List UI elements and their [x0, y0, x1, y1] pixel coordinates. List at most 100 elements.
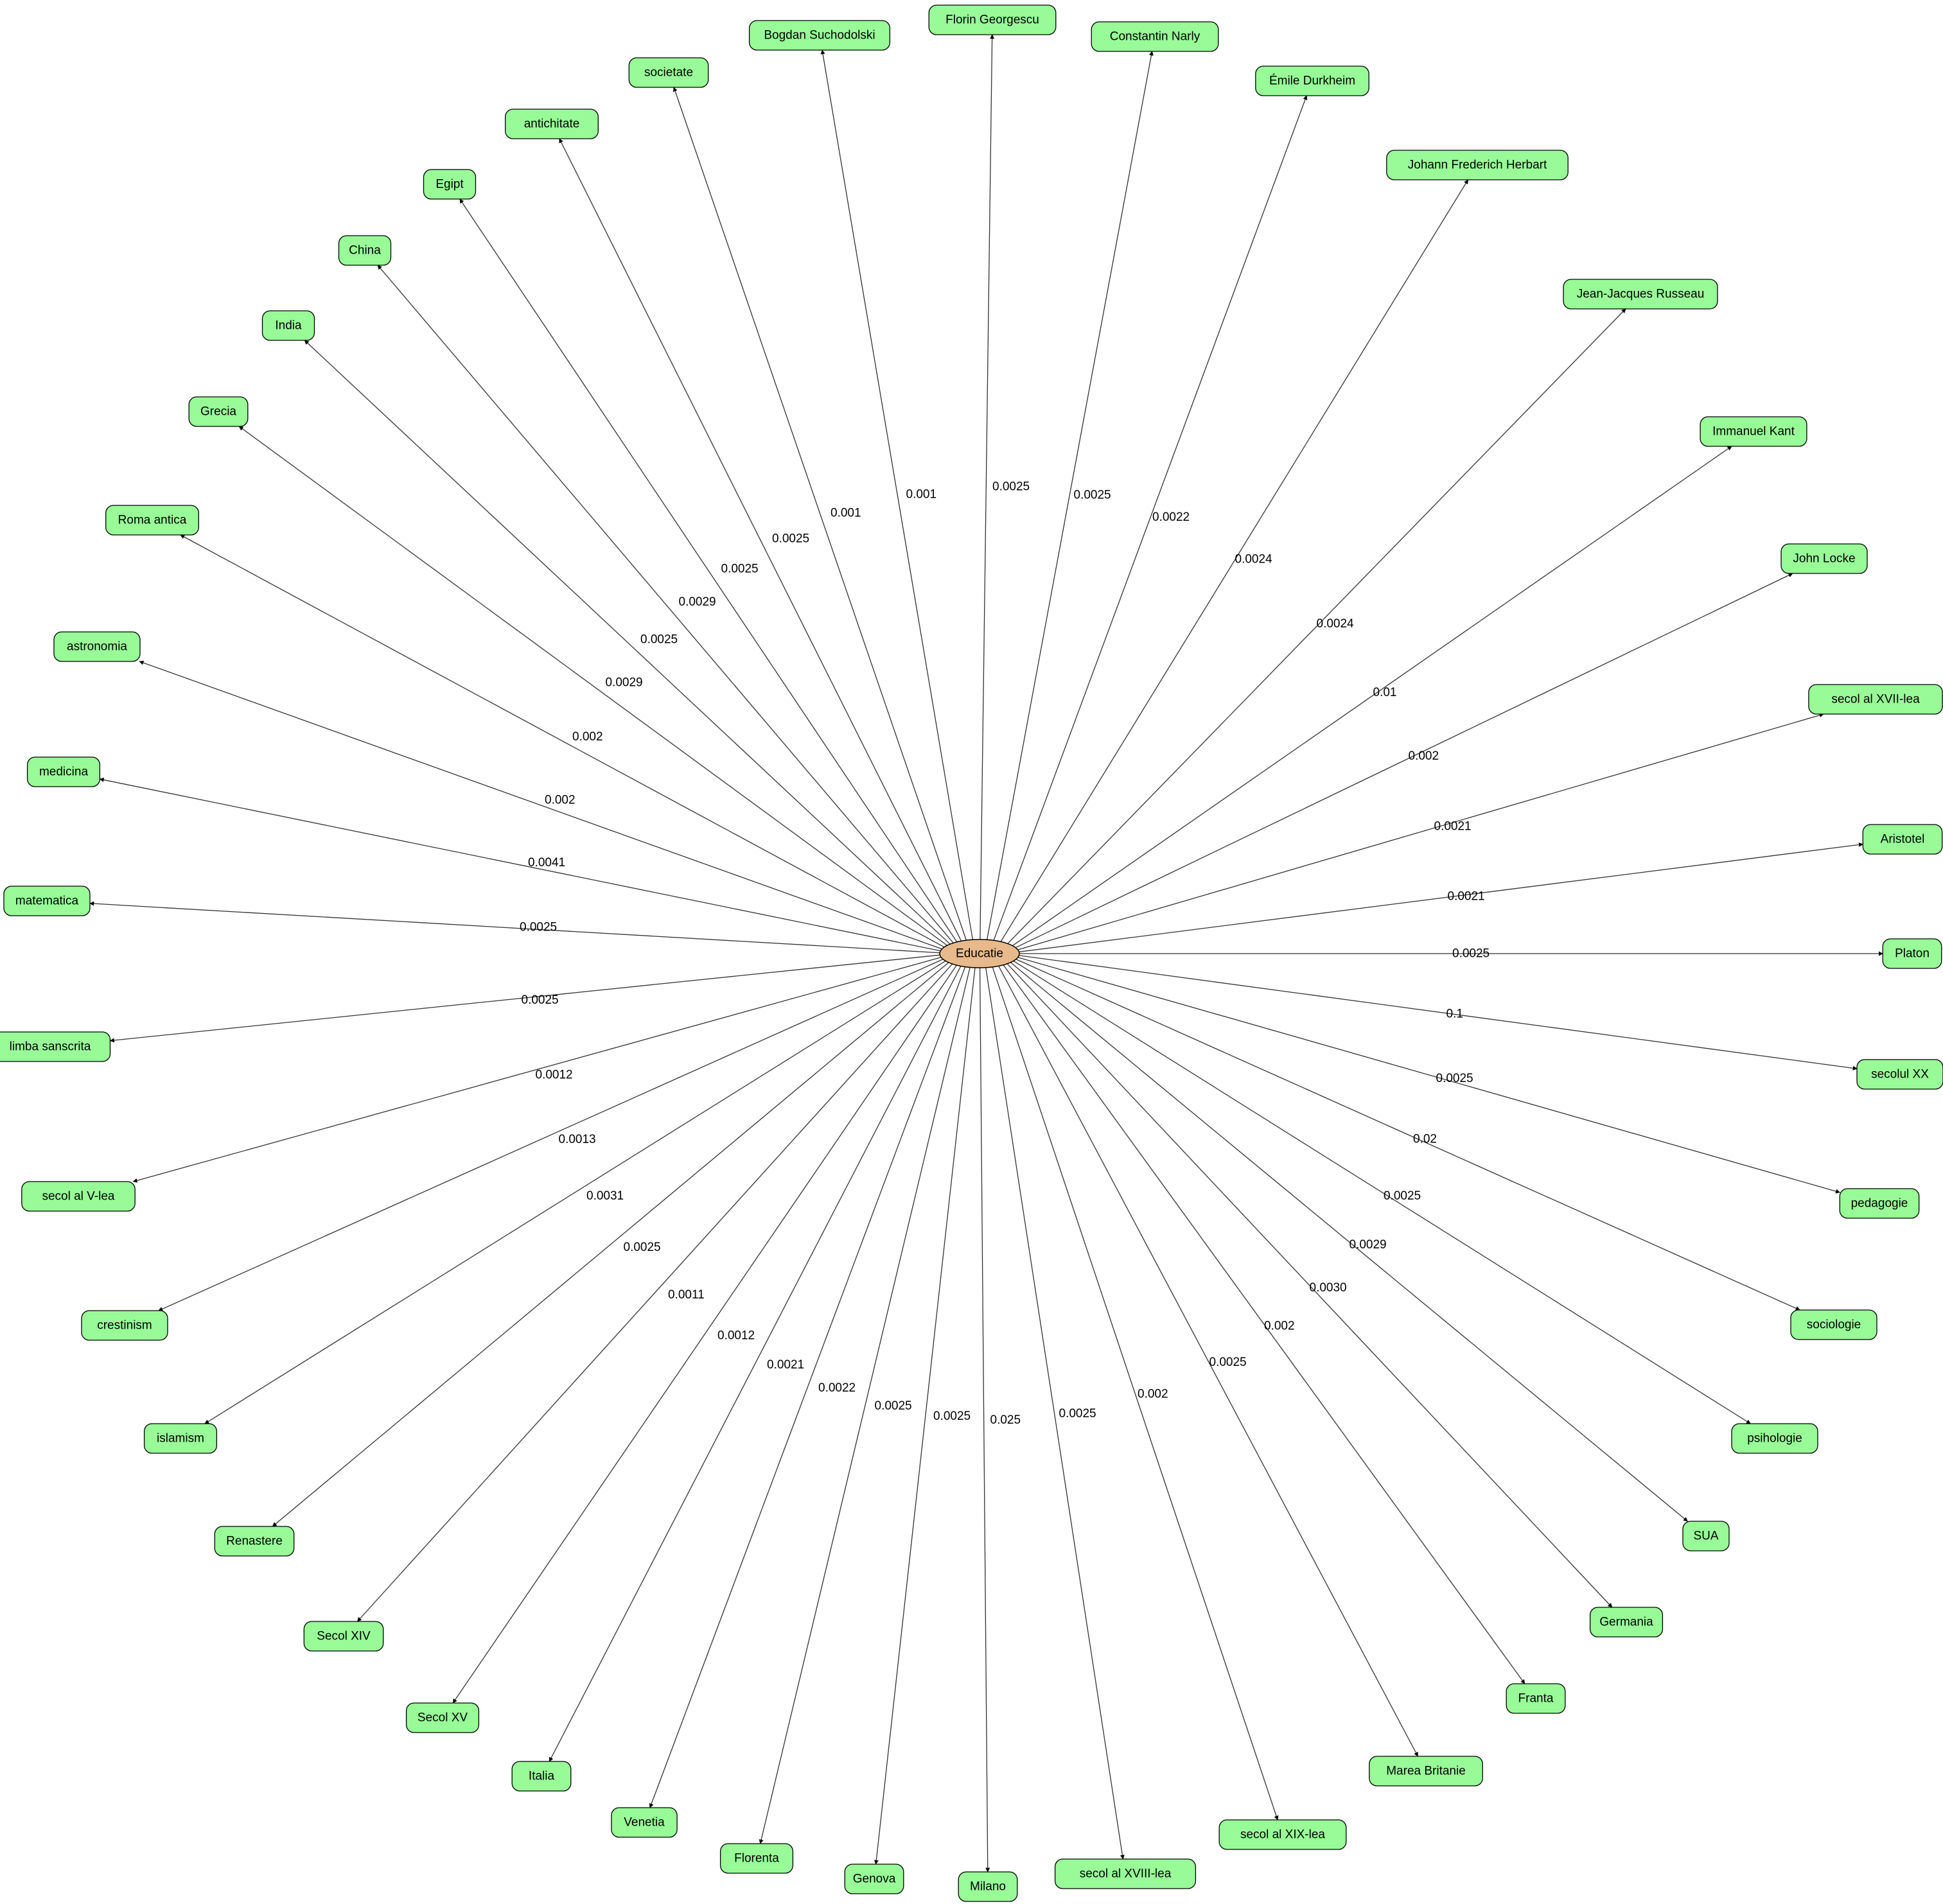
graph-node-label: medicina	[39, 765, 88, 779]
graph-node-label: matematica	[15, 895, 79, 908]
edge-weight-label: 0.0031	[586, 1189, 624, 1203]
graph-node-label: SUA	[1693, 1530, 1718, 1543]
graph-node-box	[505, 109, 599, 139]
graph-node-box	[26, 756, 101, 787]
graph-node[interactable]: islamism	[143, 1423, 218, 1454]
graph-node-label: sociologie	[1807, 1318, 1861, 1332]
graph-node[interactable]: Venetia	[611, 1807, 678, 1838]
graph-node[interactable]: John Locke	[1780, 543, 1868, 574]
edge-weight-label: 0.0025	[933, 1410, 971, 1423]
graph-node[interactable]: India	[261, 310, 315, 341]
graph-node-label: societate	[644, 66, 693, 80]
graph-node-box	[0, 1031, 111, 1062]
graph-node-label: crestinism	[97, 1319, 152, 1332]
graph-node[interactable]: medicina	[26, 756, 101, 787]
graph-node[interactable]: Italia	[511, 1761, 572, 1792]
graph-node[interactable]: secol al XVII-lea	[1808, 684, 1943, 715]
graph-node-label: secol al XIX-lea	[1240, 1828, 1325, 1842]
graph-node[interactable]: crestinism	[81, 1310, 168, 1341]
graph-node[interactable]: astronomia	[53, 631, 141, 662]
graph-node[interactable]: Marea Britanie	[1369, 1756, 1483, 1786]
graph-node[interactable]: antichitate	[505, 109, 599, 139]
graph-node-label: psihologie	[1747, 1432, 1802, 1445]
graph-node[interactable]: Roma antica	[105, 505, 199, 536]
edge	[874, 967, 976, 1865]
graph-node[interactable]: sociologie	[1790, 1309, 1877, 1340]
graph-node[interactable]: SUA	[1682, 1521, 1730, 1551]
graph-node-box	[611, 1807, 678, 1838]
edge-weight-label: 0.0025	[1074, 489, 1111, 502]
edge-weight-label: 0.0025	[522, 993, 559, 1007]
edge-weight-label: 0.0025	[992, 480, 1030, 494]
graph-node[interactable]: Genova	[844, 1864, 904, 1894]
edge	[979, 967, 990, 1873]
graph-node-label: Genova	[853, 1873, 896, 1886]
edge	[99, 778, 941, 952]
graph-node[interactable]: Egipt	[423, 169, 477, 200]
graph-node-label: secol al XVIII-lea	[1080, 1867, 1172, 1881]
graph-node[interactable]: secolul XX	[1856, 1059, 1943, 1090]
graph-node[interactable]: Jean-Jacques Russeau	[1563, 279, 1718, 310]
graph-node-box	[1731, 1423, 1818, 1454]
graph-node-label: Milano	[970, 1880, 1006, 1894]
graph-node-box	[1506, 1683, 1566, 1714]
graph-node-label: India	[275, 319, 302, 333]
graph-node-label: Constantin Narly	[1110, 30, 1200, 44]
graph-node[interactable]: Milano	[958, 1871, 1018, 1902]
graph-node-label: Platon	[1895, 947, 1930, 961]
graph-node[interactable]: Johann Frederich Herbart	[1386, 150, 1569, 180]
graph-node[interactable]: limba sanscrita	[0, 1031, 111, 1062]
graph-node-box	[3, 886, 91, 916]
edge	[180, 534, 945, 948]
edge-weight-label: 0.0022	[818, 1381, 856, 1395]
graph-node[interactable]: psihologie	[1731, 1423, 1818, 1454]
graph-node[interactable]: secol al V-lea	[21, 1181, 136, 1212]
graph-node-box	[1882, 938, 1942, 969]
graph-node[interactable]: pedagogie	[1839, 1188, 1920, 1219]
graph-node[interactable]: Émile Durkheim	[1255, 66, 1369, 96]
graph-node[interactable]: Immanuel Kant	[1700, 416, 1807, 447]
edge	[272, 962, 949, 1527]
graph-node[interactable]: Renastere	[214, 1526, 295, 1557]
graph-node[interactable]: Platon	[1882, 938, 1942, 969]
edge-weight-label: 0.0012	[536, 1069, 573, 1082]
graph-node-box	[1839, 1188, 1920, 1219]
graph-node-label: Secol XV	[418, 1711, 468, 1725]
graph-node-label: limba sanscrita	[10, 1040, 91, 1054]
graph-node[interactable]: Bogdan Suchodolski	[748, 20, 891, 51]
graph-node-box	[1682, 1521, 1730, 1551]
graph-node[interactable]: Constantin Narly	[1091, 21, 1219, 52]
edge	[1015, 959, 1800, 1311]
graph-node-box	[719, 1843, 794, 1874]
graph-node[interactable]: Franta	[1506, 1683, 1566, 1714]
graph-node-box	[844, 1864, 904, 1894]
edge	[985, 967, 1125, 1860]
graph-node-box	[928, 4, 1057, 35]
edge	[759, 967, 971, 1844]
graph-node[interactable]: Florenta	[719, 1843, 794, 1874]
edge-weight-label: 0.002	[545, 794, 576, 807]
graph-node[interactable]: Aristotel	[1862, 824, 1943, 855]
graph-node-label: secolul XX	[1871, 1068, 1929, 1081]
graph-node-box	[1790, 1309, 1877, 1340]
graph-node[interactable]: matematica	[3, 886, 91, 916]
center-node[interactable]: Educatie	[939, 939, 1020, 968]
graph-node-box	[188, 396, 249, 427]
graph-node[interactable]: secol al XVIII-lea	[1054, 1858, 1197, 1889]
graph-node-label: Florenta	[734, 1852, 779, 1865]
graph-node-box	[53, 631, 141, 662]
graph-node[interactable]: societate	[628, 57, 709, 88]
graph-node-label: Florin Georgescu	[945, 13, 1039, 27]
graph-node[interactable]: secol al XIX-lea	[1218, 1819, 1347, 1850]
graph-node[interactable]: Secol XV	[405, 1702, 480, 1733]
edge	[1017, 957, 1840, 1194]
edge	[238, 426, 947, 946]
graph-node[interactable]: Grecia	[188, 396, 249, 427]
graph-node[interactable]: Florin Georgescu	[928, 4, 1057, 35]
graph-node-label: antichitate	[524, 118, 580, 131]
graph-node[interactable]: Secol XIV	[303, 1621, 384, 1652]
graph-node-box	[1780, 543, 1868, 574]
graph-node[interactable]: China	[338, 235, 392, 266]
graph-node[interactable]: Germania	[1589, 1607, 1664, 1638]
